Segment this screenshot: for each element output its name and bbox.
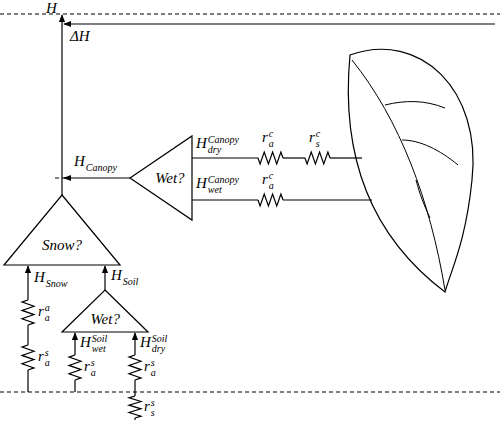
leaf-vein: [385, 102, 445, 108]
wiring: [0, 14, 500, 420]
leaf-vein: [416, 180, 430, 218]
triangle-outline: [4, 195, 120, 265]
surface-line: [0, 13, 500, 14]
flux-connector: [104, 266, 105, 290]
resistor-symbol: [129, 355, 141, 380]
resistance-label: rss: [144, 397, 155, 418]
flux-label: ΔH: [70, 27, 90, 45]
resistance-label: raa: [38, 302, 50, 323]
resistance-label: rca: [262, 128, 274, 149]
resistance-label: rca: [262, 170, 274, 191]
resistor-symbol: [258, 194, 283, 206]
flux-label: HSnow: [34, 268, 68, 299]
node-label: Snow?: [42, 236, 82, 254]
decision-triangle: Wet?: [62, 290, 148, 332]
triangle-shape: [62, 290, 148, 332]
flux-label: HCanopydry: [196, 134, 239, 155]
decision-triangle: Snow?: [4, 195, 120, 265]
leaf-vein: [352, 60, 445, 290]
wire: [192, 157, 258, 158]
flux-label: HSoildry: [140, 333, 167, 354]
flux-line: [61, 15, 62, 195]
resistor-symbol: [258, 152, 283, 164]
flux-label: HSoilwet: [80, 333, 107, 354]
flux-arrow: [134, 333, 135, 355]
resistor-symbol: [69, 355, 81, 380]
wire: [134, 380, 135, 396]
triangle-shape: [130, 136, 192, 220]
flux-label: HCanopy: [74, 152, 117, 183]
resistor-symbol: [22, 345, 34, 370]
wire: [283, 199, 372, 200]
edge-group: [105, 266, 106, 290]
junction-tick: [55, 177, 70, 178]
flux-arrow: [64, 177, 130, 178]
node-label: Wet?: [91, 310, 120, 328]
resistor-symbol: [305, 152, 330, 164]
wire: [27, 370, 28, 392]
leaf-outline: [348, 49, 473, 292]
flux-arrow: [64, 23, 495, 24]
resistor-symbol: [129, 396, 141, 418]
flux-label: H: [46, 0, 57, 17]
leaf-illustration: [348, 49, 473, 292]
node-label: Wet?: [155, 169, 184, 187]
wire: [330, 157, 362, 158]
flux-label: HSoil: [111, 266, 138, 297]
flux-label: HCanopywet: [196, 174, 239, 195]
resistance-label: rsa: [144, 357, 156, 378]
triangle-shape: [4, 195, 120, 265]
wire: [27, 325, 28, 345]
resistance-label: rsa: [38, 347, 50, 368]
resistor-symbol: [22, 300, 34, 325]
wire: [283, 157, 305, 158]
wire: [74, 380, 75, 392]
flux-arrow: [74, 333, 75, 355]
decision-triangle: Wet?: [130, 136, 192, 220]
leaf-vein: [402, 140, 458, 165]
resistance-label: rsa: [84, 357, 96, 378]
wire: [192, 199, 258, 200]
resistance-label: rcs: [309, 128, 320, 149]
flux-arrow: [27, 266, 28, 300]
